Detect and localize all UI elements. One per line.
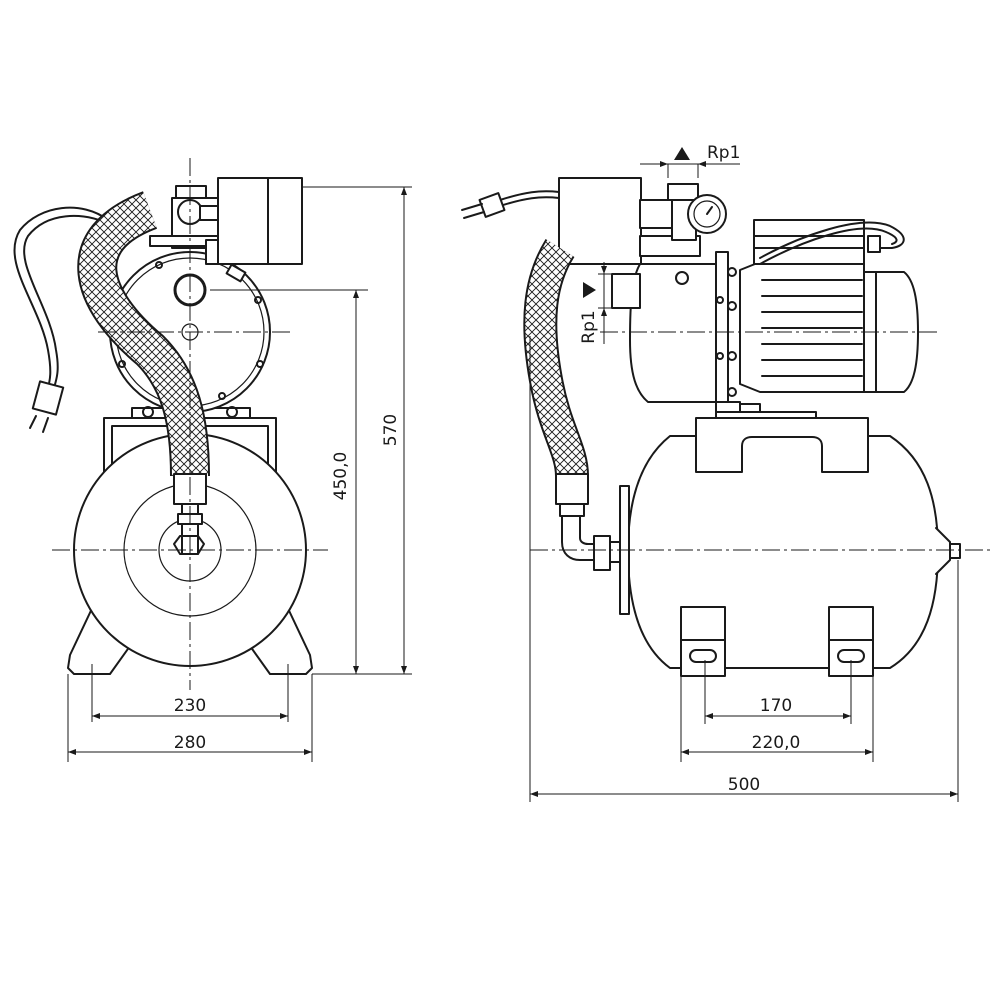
foot-left-side — [680, 606, 726, 677]
dim-foot-inner: 170 — [760, 696, 792, 716]
dim-height-total: 570 — [381, 414, 401, 446]
dim-width-outer: 280 — [174, 733, 206, 753]
pressure-switch-front — [217, 177, 303, 265]
dim-width-inner: 230 — [174, 696, 206, 716]
pump-saddle — [695, 417, 869, 473]
dim-length-total: 500 — [728, 775, 760, 795]
pressure-switch-side — [558, 177, 642, 265]
outlet-flow-arrow — [674, 147, 690, 160]
inlet-label: Rp1 — [579, 310, 599, 343]
pump-housing-side — [629, 263, 717, 403]
plug-side — [478, 192, 506, 218]
power-cable-front — [13, 206, 109, 389]
dim-height-inlet: 450,0 — [331, 452, 351, 501]
outlet-label: Rp1 — [707, 143, 740, 163]
side-view: Rp1 Rp1 170 220,0 500 — [461, 143, 990, 802]
dim-foot-outer: 220,0 — [752, 733, 801, 753]
plug-front — [31, 380, 65, 416]
power-cable-side — [499, 190, 560, 201]
inlet-flow-arrow — [583, 282, 596, 298]
tank-side — [627, 435, 939, 669]
front-view: 230 280 450,0 570 — [13, 158, 412, 762]
